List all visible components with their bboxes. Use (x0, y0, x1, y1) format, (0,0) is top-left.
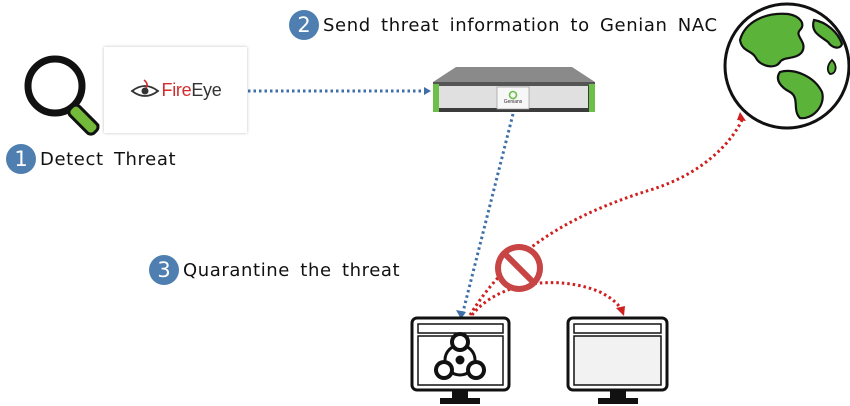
step-3: 3 Quarantine the threat (149, 255, 400, 285)
link-nac-to-infected (461, 113, 515, 313)
magnifier-icon (24, 55, 100, 136)
infected-monitor (410, 316, 511, 404)
step-3-badge: 3 (149, 255, 179, 285)
biohazard-icon (434, 332, 486, 380)
clean-monitor (566, 316, 669, 404)
fireeye-wordmark-fire: Fire (161, 79, 192, 100)
prohibited-icon (495, 244, 543, 292)
link-infected-to-pc (470, 281, 623, 316)
arrowhead-pc (616, 306, 625, 316)
fireeye-logo: FireEye (104, 47, 247, 133)
link-infected-to-internet (468, 119, 744, 316)
arrowhead-internet (737, 112, 746, 121)
step-2-badge: 2 (289, 10, 319, 40)
genians-label: Genians (503, 99, 523, 105)
step-3-label: Quarantine the threat (183, 259, 401, 281)
fireeye-wordmark: FireEye (162, 80, 222, 101)
fireeye-eye-icon (130, 79, 160, 97)
step-1-badge: 1 (6, 144, 36, 174)
step-2-label: Send threat information to Genian NAC (323, 14, 718, 36)
arrowhead-infected (456, 310, 466, 319)
step-1-label: Detect Threat (40, 148, 177, 170)
arrowhead-nac (424, 87, 431, 95)
step-1: 1 Detect Threat (6, 144, 176, 174)
fireeye-wordmark-eye: Eye (191, 79, 222, 100)
nac-appliance (433, 67, 595, 112)
globe-icon (723, 2, 850, 130)
step-2: 2 Send threat information to Genian NAC (289, 10, 718, 40)
